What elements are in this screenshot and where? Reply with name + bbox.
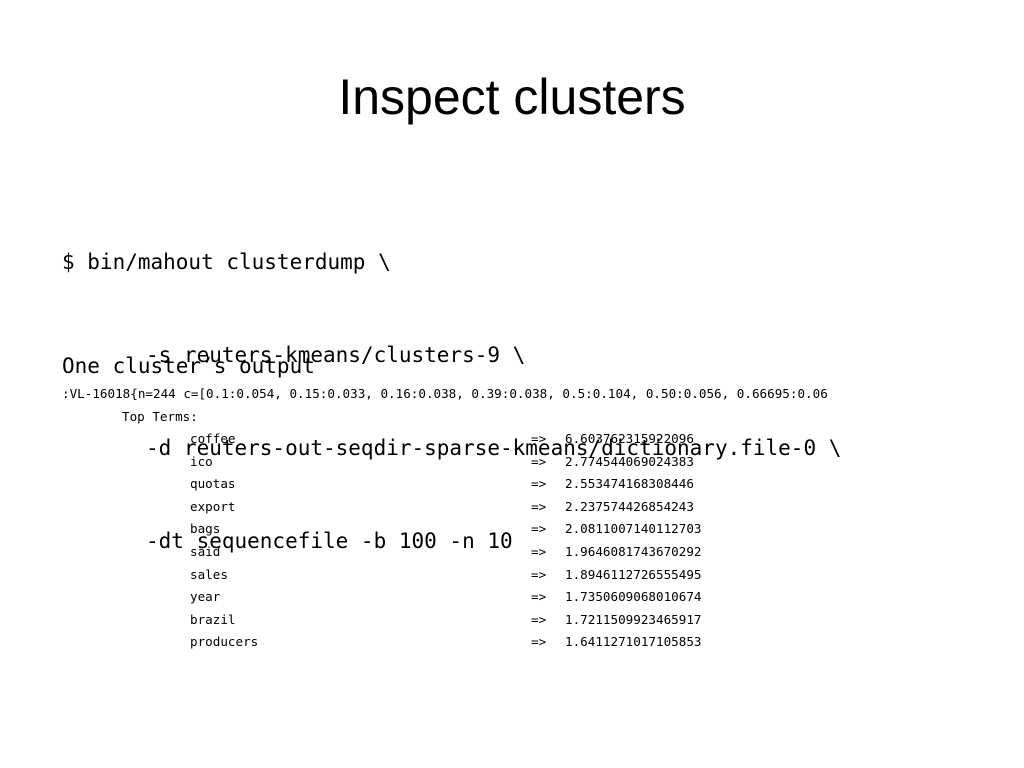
term-weight: 1.7211509923465917 [565, 611, 702, 627]
term-arrow: => [531, 589, 547, 605]
term-weight: 1.6411271017105853 [565, 634, 702, 650]
term-name: sales [190, 566, 228, 582]
term-name: coffee [190, 431, 236, 446]
term-name: ico [190, 453, 213, 469]
command-line: -dt sequencefile -b 100 -n 10 [146, 529, 513, 553]
term-row: export => 2.237574426854243 [190, 498, 790, 521]
term-weight: 2.237574426854243 [565, 498, 694, 514]
term-name: bags [190, 521, 221, 537]
cluster-summary-line: :VL-16018{n=244 c=[0.1:0.054, 0.15:0.033… [62, 386, 828, 401]
term-name: year [190, 589, 221, 605]
term-weight: 6.603762315922096 [565, 431, 694, 446]
term-row: coffee => 6.603762315922096 [190, 430, 790, 453]
term-name: brazil [190, 611, 236, 627]
command-line: -s reuters-kmeans/clusters-9 \ [146, 343, 526, 367]
term-arrow: => [531, 431, 547, 446]
term-name: quotas [190, 476, 236, 492]
top-terms-list: coffee => 6.603762315922096 ico => 2.774… [190, 430, 790, 656]
term-weight: 2.774544069024383 [565, 453, 694, 469]
term-row: said => 1.9646081743670292 [190, 543, 790, 566]
command-line: -d reuters-out-seqdir-sparse-kmeans/dict… [146, 436, 842, 460]
term-arrow: => [531, 566, 547, 582]
term-arrow: => [531, 543, 547, 559]
term-weight: 2.0811007140112703 [565, 521, 702, 537]
slide-title: Inspect clusters [338, 69, 686, 125]
top-terms-label: Top Terms: [122, 409, 198, 424]
term-weight: 1.7350609068010674 [565, 589, 702, 605]
term-name: said [190, 543, 221, 559]
term-row: year => 1.7350609068010674 [190, 588, 790, 611]
term-name: producers [190, 634, 259, 650]
term-arrow: => [531, 521, 547, 537]
term-arrow: => [531, 476, 547, 492]
command-line: $ bin/mahout clusterdump \ [62, 250, 391, 274]
term-arrow: => [531, 453, 547, 469]
term-weight: 2.553474168308446 [565, 476, 694, 492]
term-row: bags => 2.0811007140112703 [190, 520, 790, 543]
command-block: $ bin/mahout clusterdump \ -s reuters-km… [62, 185, 841, 588]
term-weight: 1.8946112726555495 [565, 566, 702, 582]
term-arrow: => [531, 498, 547, 514]
term-arrow: => [531, 611, 547, 627]
term-arrow: => [531, 634, 547, 650]
term-row: quotas => 2.553474168308446 [190, 475, 790, 498]
output-heading: One cluster’s output [62, 354, 315, 378]
term-row: brazil => 1.7211509923465917 [190, 611, 790, 634]
term-weight: 1.9646081743670292 [565, 543, 702, 559]
term-name: export [190, 498, 236, 514]
term-row: sales => 1.8946112726555495 [190, 566, 790, 589]
term-row: ico => 2.774544069024383 [190, 453, 790, 476]
term-row: producers => 1.6411271017105853 [190, 633, 790, 656]
